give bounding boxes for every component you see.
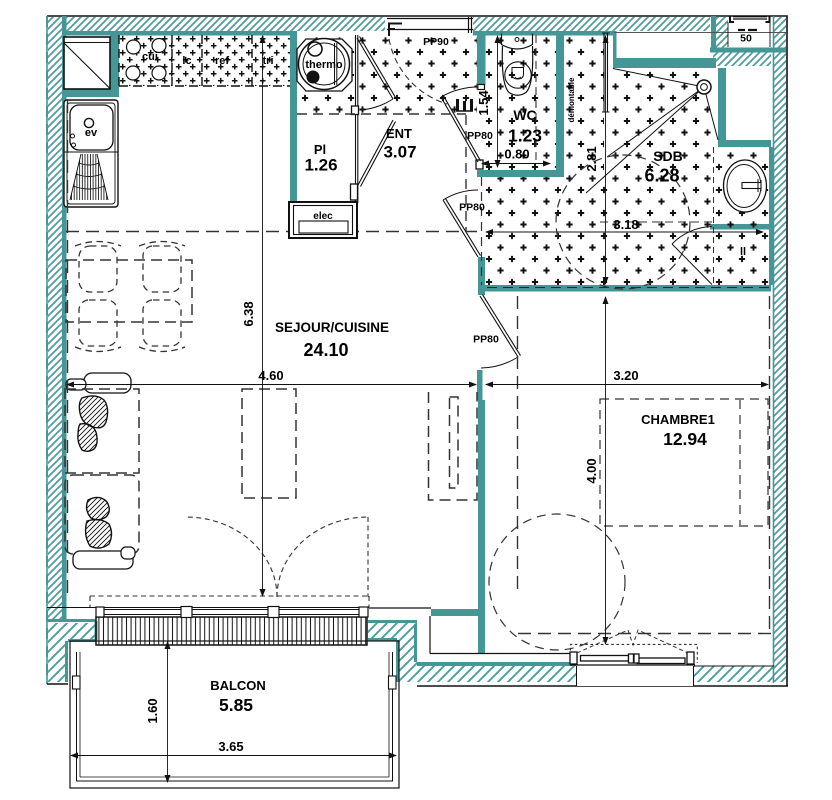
- svg-text:PP90: PP90: [423, 36, 449, 48]
- svg-text:6.38: 6.38: [241, 301, 256, 326]
- svg-text:0.80: 0.80: [504, 147, 529, 162]
- svg-text:24.10: 24.10: [303, 340, 348, 360]
- svg-text:5.85: 5.85: [219, 695, 253, 715]
- svg-text:BALCON: BALCON: [210, 678, 266, 693]
- svg-text:ENT: ENT: [386, 126, 412, 141]
- svg-text:lc: lc: [182, 55, 191, 67]
- svg-text:SDB: SDB: [653, 148, 683, 164]
- svg-text:elec: elec: [313, 211, 333, 222]
- svg-text:1.26: 1.26: [304, 156, 337, 175]
- svg-text:1.54: 1.54: [476, 90, 491, 116]
- svg-text:CHAMBRE1: CHAMBRE1: [641, 412, 715, 427]
- svg-text:6.28: 6.28: [644, 166, 679, 186]
- svg-text:50: 50: [740, 33, 752, 45]
- svg-text:3.18: 3.18: [613, 217, 638, 232]
- svg-text:4.00: 4.00: [584, 458, 599, 483]
- svg-text:2.81: 2.81: [584, 146, 599, 171]
- svg-text:ll: ll: [740, 246, 746, 258]
- svg-text:démontable: démontable: [567, 77, 576, 122]
- svg-text:WC: WC: [513, 107, 536, 123]
- svg-text:1.60: 1.60: [145, 698, 160, 723]
- svg-text:1.23: 1.23: [508, 126, 542, 146]
- svg-text:4.60: 4.60: [258, 368, 283, 383]
- svg-text:tri: tri: [263, 55, 274, 67]
- svg-text:cui: cui: [142, 51, 158, 63]
- svg-text:PP80: PP80: [473, 334, 499, 346]
- svg-text:PP80: PP80: [459, 202, 485, 214]
- svg-text:12.94: 12.94: [663, 429, 707, 449]
- svg-text:3.07: 3.07: [383, 143, 416, 162]
- svg-text:ev: ev: [85, 127, 98, 139]
- svg-text:PP80: PP80: [467, 130, 493, 142]
- svg-text:Pl: Pl: [314, 142, 326, 157]
- svg-text:3.65: 3.65: [218, 739, 243, 754]
- svg-text:ref: ref: [215, 55, 229, 67]
- svg-text:thermo: thermo: [305, 59, 343, 71]
- svg-text:SEJOUR/CUISINE: SEJOUR/CUISINE: [275, 320, 389, 335]
- svg-text:3.20: 3.20: [613, 368, 638, 383]
